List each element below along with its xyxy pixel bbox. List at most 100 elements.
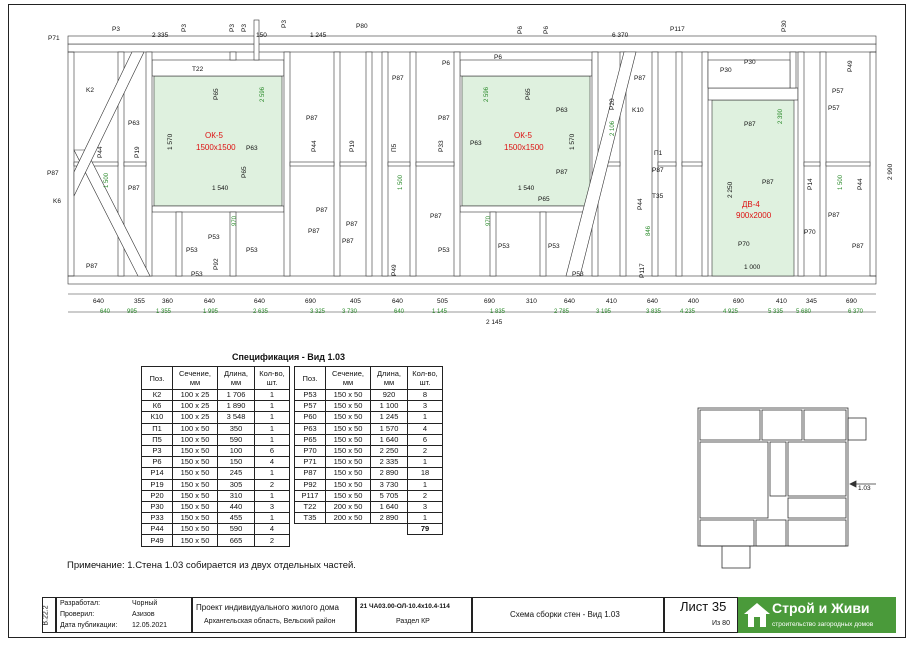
sheet-title: Схема сборки стен - Вид 1.03 bbox=[510, 610, 620, 619]
label-p70a: P70 bbox=[738, 241, 750, 248]
spec-cell: 100 х 50 bbox=[172, 433, 218, 446]
label-1500-right: 1 500 bbox=[838, 174, 844, 190]
label-1000: 1 000 bbox=[744, 264, 761, 271]
spec-header: Поз. bbox=[294, 366, 326, 390]
label-p117: P117 bbox=[670, 26, 685, 33]
project-location: Архангельская область, Вельский район bbox=[204, 618, 336, 625]
sheet-total: Из 80 bbox=[712, 620, 730, 627]
spec-cell: 1 bbox=[407, 478, 443, 491]
spec-cell: 2 250 bbox=[370, 444, 408, 458]
label-p87-left: P87 bbox=[47, 170, 59, 177]
label-p80: P80 bbox=[356, 23, 368, 30]
label-p44-m: P44 bbox=[311, 140, 318, 152]
label-p5-m: П5 bbox=[391, 143, 398, 152]
spec-cell: 310 bbox=[217, 489, 255, 502]
label-p44-r: P44 bbox=[637, 198, 644, 210]
label-p87-r3: P87 bbox=[828, 212, 840, 219]
door-size: 900х2000 bbox=[736, 211, 772, 220]
label-t35: T35 bbox=[652, 193, 664, 200]
label-p53-m2: P53 bbox=[208, 234, 220, 241]
spec-cell: 150 х 50 bbox=[172, 444, 218, 458]
spec-total: 79 bbox=[407, 523, 443, 536]
dim-cumulative: 3 325 bbox=[310, 309, 326, 315]
dim-segment: 345 bbox=[806, 298, 817, 305]
spec-cell: 150 х 50 bbox=[172, 456, 218, 469]
label-p53-m7: P53 bbox=[572, 271, 584, 278]
label-p87-m4: P87 bbox=[316, 207, 328, 214]
label-p49-m: P49 bbox=[391, 264, 398, 276]
spec-cell: 1 bbox=[254, 433, 290, 446]
label-p117-r: P117 bbox=[639, 263, 646, 278]
label-p87-door-b: P87 bbox=[762, 179, 774, 186]
sheet-number: Лист 35 bbox=[680, 599, 727, 614]
spec-cell: 1 100 bbox=[370, 400, 408, 413]
label-p63-left: P63 bbox=[128, 120, 140, 127]
spec-cell: 3 bbox=[407, 500, 443, 514]
label-6370: 6 370 bbox=[612, 32, 629, 39]
dim-cumulative: 3 730 bbox=[342, 309, 358, 315]
label-1540-w1: 1 540 bbox=[212, 185, 229, 192]
spec-total-row: 79 bbox=[295, 523, 443, 536]
spec-cell: 1 bbox=[254, 388, 290, 402]
label-2596-w2: 2 596 bbox=[484, 86, 490, 102]
spec-cell: 150 х 50 bbox=[325, 467, 371, 480]
spec-cell: Р33 bbox=[141, 512, 173, 525]
dim-segment: 640 bbox=[392, 298, 403, 305]
label-p53-m4: P53 bbox=[191, 271, 203, 278]
spec-cell: 2 bbox=[254, 478, 290, 491]
spec-cell: 18 bbox=[407, 467, 443, 480]
spec-cell: 150 х 50 bbox=[325, 489, 371, 502]
spec-cell: Р71 bbox=[294, 456, 326, 469]
dim-cumulative: 2 635 bbox=[253, 309, 269, 315]
spec-cell: П5 bbox=[141, 433, 173, 446]
label-2106: 2 106 bbox=[610, 120, 616, 136]
spec-cell: 6 bbox=[407, 433, 443, 446]
dim-cumulative: 4 925 bbox=[723, 309, 739, 315]
spec-cell: К6 bbox=[141, 400, 173, 413]
spec-cell: 150 х 50 bbox=[325, 456, 371, 469]
label-p14: P14 bbox=[807, 178, 814, 190]
spec-cell: 665 bbox=[217, 534, 255, 547]
label-p87-m8: P87 bbox=[342, 238, 354, 245]
spec-cell: 2 bbox=[407, 444, 443, 458]
spec-cell: 6 bbox=[254, 444, 290, 458]
window-1-name: ОК-5 bbox=[205, 131, 224, 140]
spec-cell: 4 bbox=[254, 456, 290, 469]
spec-cell: К10 bbox=[141, 411, 173, 424]
title-block-doc bbox=[356, 597, 472, 633]
label-p6-w2: P6 bbox=[494, 54, 502, 61]
dim-cumulative: 3 195 bbox=[596, 309, 612, 315]
spec-cell: Р65 bbox=[294, 433, 326, 446]
spec-header: Длина, мм bbox=[217, 366, 255, 390]
label-p3-d: P3 bbox=[241, 24, 248, 32]
spec-cell: Р14 bbox=[141, 467, 173, 480]
dim-segment: 360 bbox=[162, 298, 173, 305]
spec-cell: 150 х 50 bbox=[172, 489, 218, 502]
spec-cell: 1 bbox=[254, 411, 290, 424]
spec-cell: 2 bbox=[254, 534, 290, 547]
label-846: 846 bbox=[646, 225, 652, 236]
dim-cumulative: 640 bbox=[394, 309, 405, 315]
spec-cell: 2 890 bbox=[370, 467, 408, 480]
label-1500-left: 1 500 bbox=[104, 172, 110, 188]
spec-header: Кол-во, шт. bbox=[254, 366, 290, 390]
spec-cell: 1 bbox=[254, 489, 290, 502]
spec-cell: Р44 bbox=[141, 523, 173, 536]
label-p87-bottom-left: P87 bbox=[86, 263, 98, 270]
dim-segment: 410 bbox=[776, 298, 787, 305]
spec-cell: 920 bbox=[370, 388, 408, 402]
brand-tagline: строительство загородных домов bbox=[772, 621, 874, 628]
spec-cell: Р19 bbox=[141, 478, 173, 491]
